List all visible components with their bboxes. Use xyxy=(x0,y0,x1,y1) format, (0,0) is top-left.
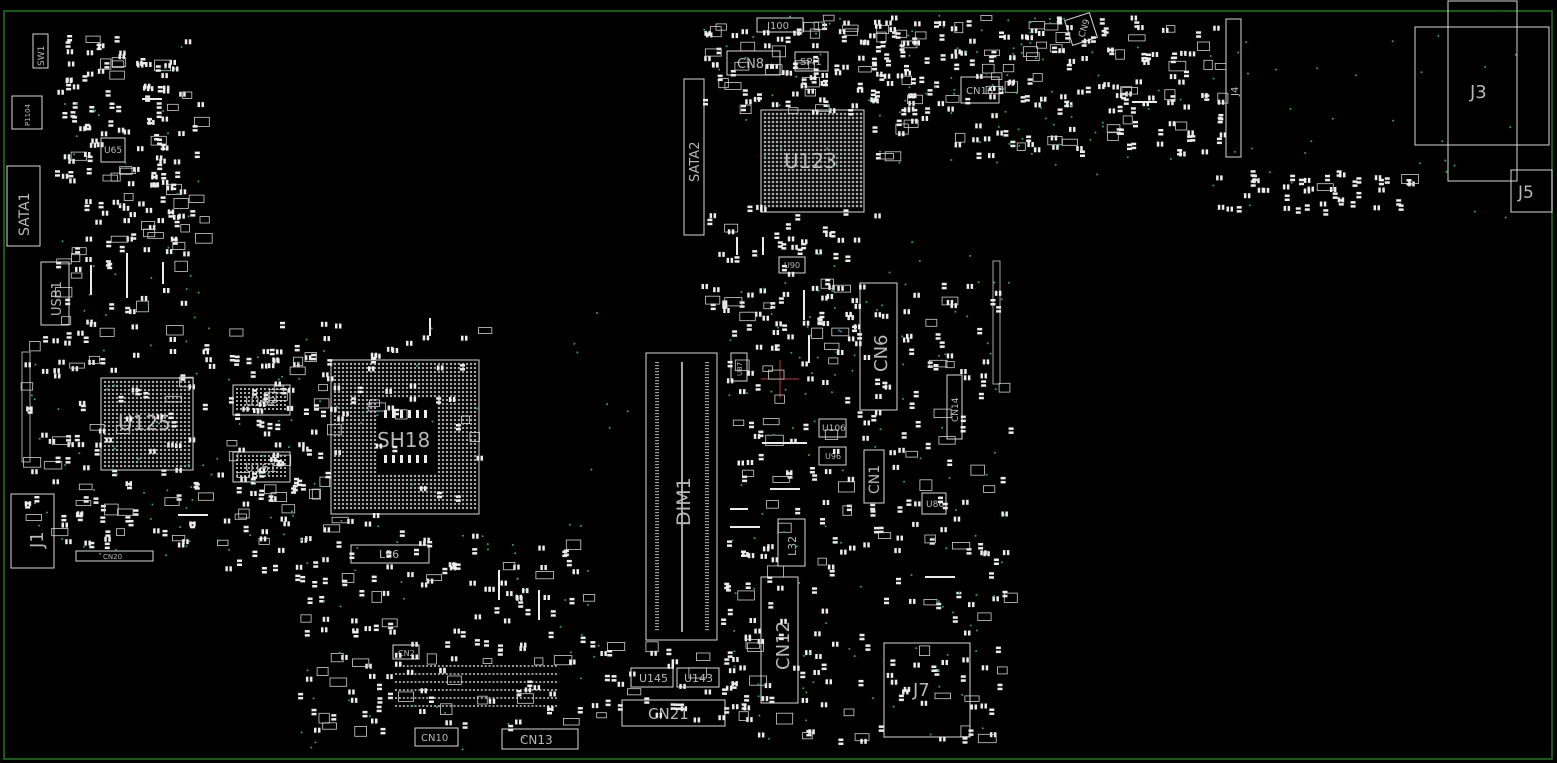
u106-label: U106 xyxy=(822,424,846,434)
u96-label: U96 xyxy=(825,452,841,461)
u90-label: U90 xyxy=(784,261,800,270)
cn2-label: CN2 xyxy=(398,649,415,658)
u145-label: U145 xyxy=(639,672,668,685)
p1104-label: P1104 xyxy=(24,103,32,126)
cn12-label: CN12 xyxy=(773,621,794,670)
cn6-label: CN6 xyxy=(871,335,892,373)
smd-components xyxy=(20,14,1419,745)
p1104-connector[interactable]: P1104 xyxy=(11,95,43,130)
cn20-connector[interactable]: CN20 xyxy=(75,550,154,562)
sw1-switch[interactable]: SW1 xyxy=(32,33,49,69)
j3-connector[interactable]: J3 xyxy=(1414,0,1550,182)
cn2-connector[interactable]: CN2 xyxy=(392,644,420,660)
cn16-label: CN16 xyxy=(966,86,993,97)
u143-label: U143 xyxy=(684,672,713,685)
j1-label: J1 xyxy=(27,531,48,549)
j100-connector[interactable]: J100 xyxy=(756,17,804,33)
j4-connector[interactable]: J4 xyxy=(1225,18,1242,158)
cn10-connector[interactable]: CN10 xyxy=(414,727,459,747)
j5-connector[interactable]: J5 xyxy=(1510,169,1553,213)
j7-label: J7 xyxy=(912,680,930,701)
cn1-connector[interactable]: CN1 xyxy=(863,449,885,504)
cn14-connector[interactable]: CN14 xyxy=(946,374,963,440)
bottom-pin-field xyxy=(395,665,557,707)
u123-label: U123 xyxy=(784,149,837,173)
l32-inductor[interactable]: L32 xyxy=(777,518,806,567)
cn10-label: CN10 xyxy=(421,733,448,744)
sw1-label: SW1 xyxy=(37,46,47,66)
j5-label: J5 xyxy=(1517,183,1534,203)
u161-label: U161 xyxy=(245,461,277,475)
l32-label: L32 xyxy=(786,536,799,556)
j1-connector[interactable]: J1 xyxy=(10,493,55,569)
cn6-connector[interactable]: CN6 xyxy=(859,282,898,411)
sh18-chip[interactable]: SH18 xyxy=(330,359,480,515)
cn1-label: CN1 xyxy=(867,465,883,494)
u87-label: U87 xyxy=(736,362,744,376)
cn20-label: CN20 xyxy=(103,553,122,561)
u162-chip[interactable]: U162 xyxy=(232,384,291,416)
u65-label: U65 xyxy=(104,146,122,156)
board-edge xyxy=(3,10,1553,760)
l96-label: L96 xyxy=(379,548,399,561)
dim1-memory-slot[interactable]: DIM1 xyxy=(645,352,718,641)
u106-chip[interactable]: U106 xyxy=(818,418,847,438)
usb1-label: USB1 xyxy=(50,281,65,316)
cn8-label: CN8 xyxy=(737,57,764,72)
u96-chip[interactable]: U96 xyxy=(818,446,847,466)
sh18-label: SH18 xyxy=(377,428,430,452)
sata1-label: SATA1 xyxy=(17,192,33,236)
usb1-connector[interactable]: USB1 xyxy=(40,261,70,326)
u86-label: U86 xyxy=(926,500,944,510)
cn13-connector[interactable]: CN13 xyxy=(501,728,579,750)
j4-label: J4 xyxy=(1230,87,1241,97)
u65-chip[interactable]: U65 xyxy=(100,137,126,163)
sata1-connector[interactable]: SATA1 xyxy=(6,165,41,247)
cn14-label: CN14 xyxy=(951,397,961,422)
sata2-label: SATA2 xyxy=(688,142,703,182)
left-edge-connector-strip[interactable] xyxy=(21,351,31,463)
j100-label: J100 xyxy=(766,21,789,32)
right-vertical-strip[interactable] xyxy=(992,260,1001,385)
dim1-label: DIM1 xyxy=(673,477,695,526)
j3-label: J3 xyxy=(1469,82,1487,103)
u161-chip[interactable]: U161 xyxy=(232,451,291,483)
u145-chip[interactable]: U145 xyxy=(630,667,674,688)
via-dots xyxy=(30,14,1517,751)
sata2-connector[interactable]: SATA2 xyxy=(683,78,705,236)
u125-chip[interactable]: U125 xyxy=(100,377,194,471)
cn13-label: CN13 xyxy=(520,733,553,747)
j7-connector[interactable]: J7 xyxy=(883,642,971,738)
